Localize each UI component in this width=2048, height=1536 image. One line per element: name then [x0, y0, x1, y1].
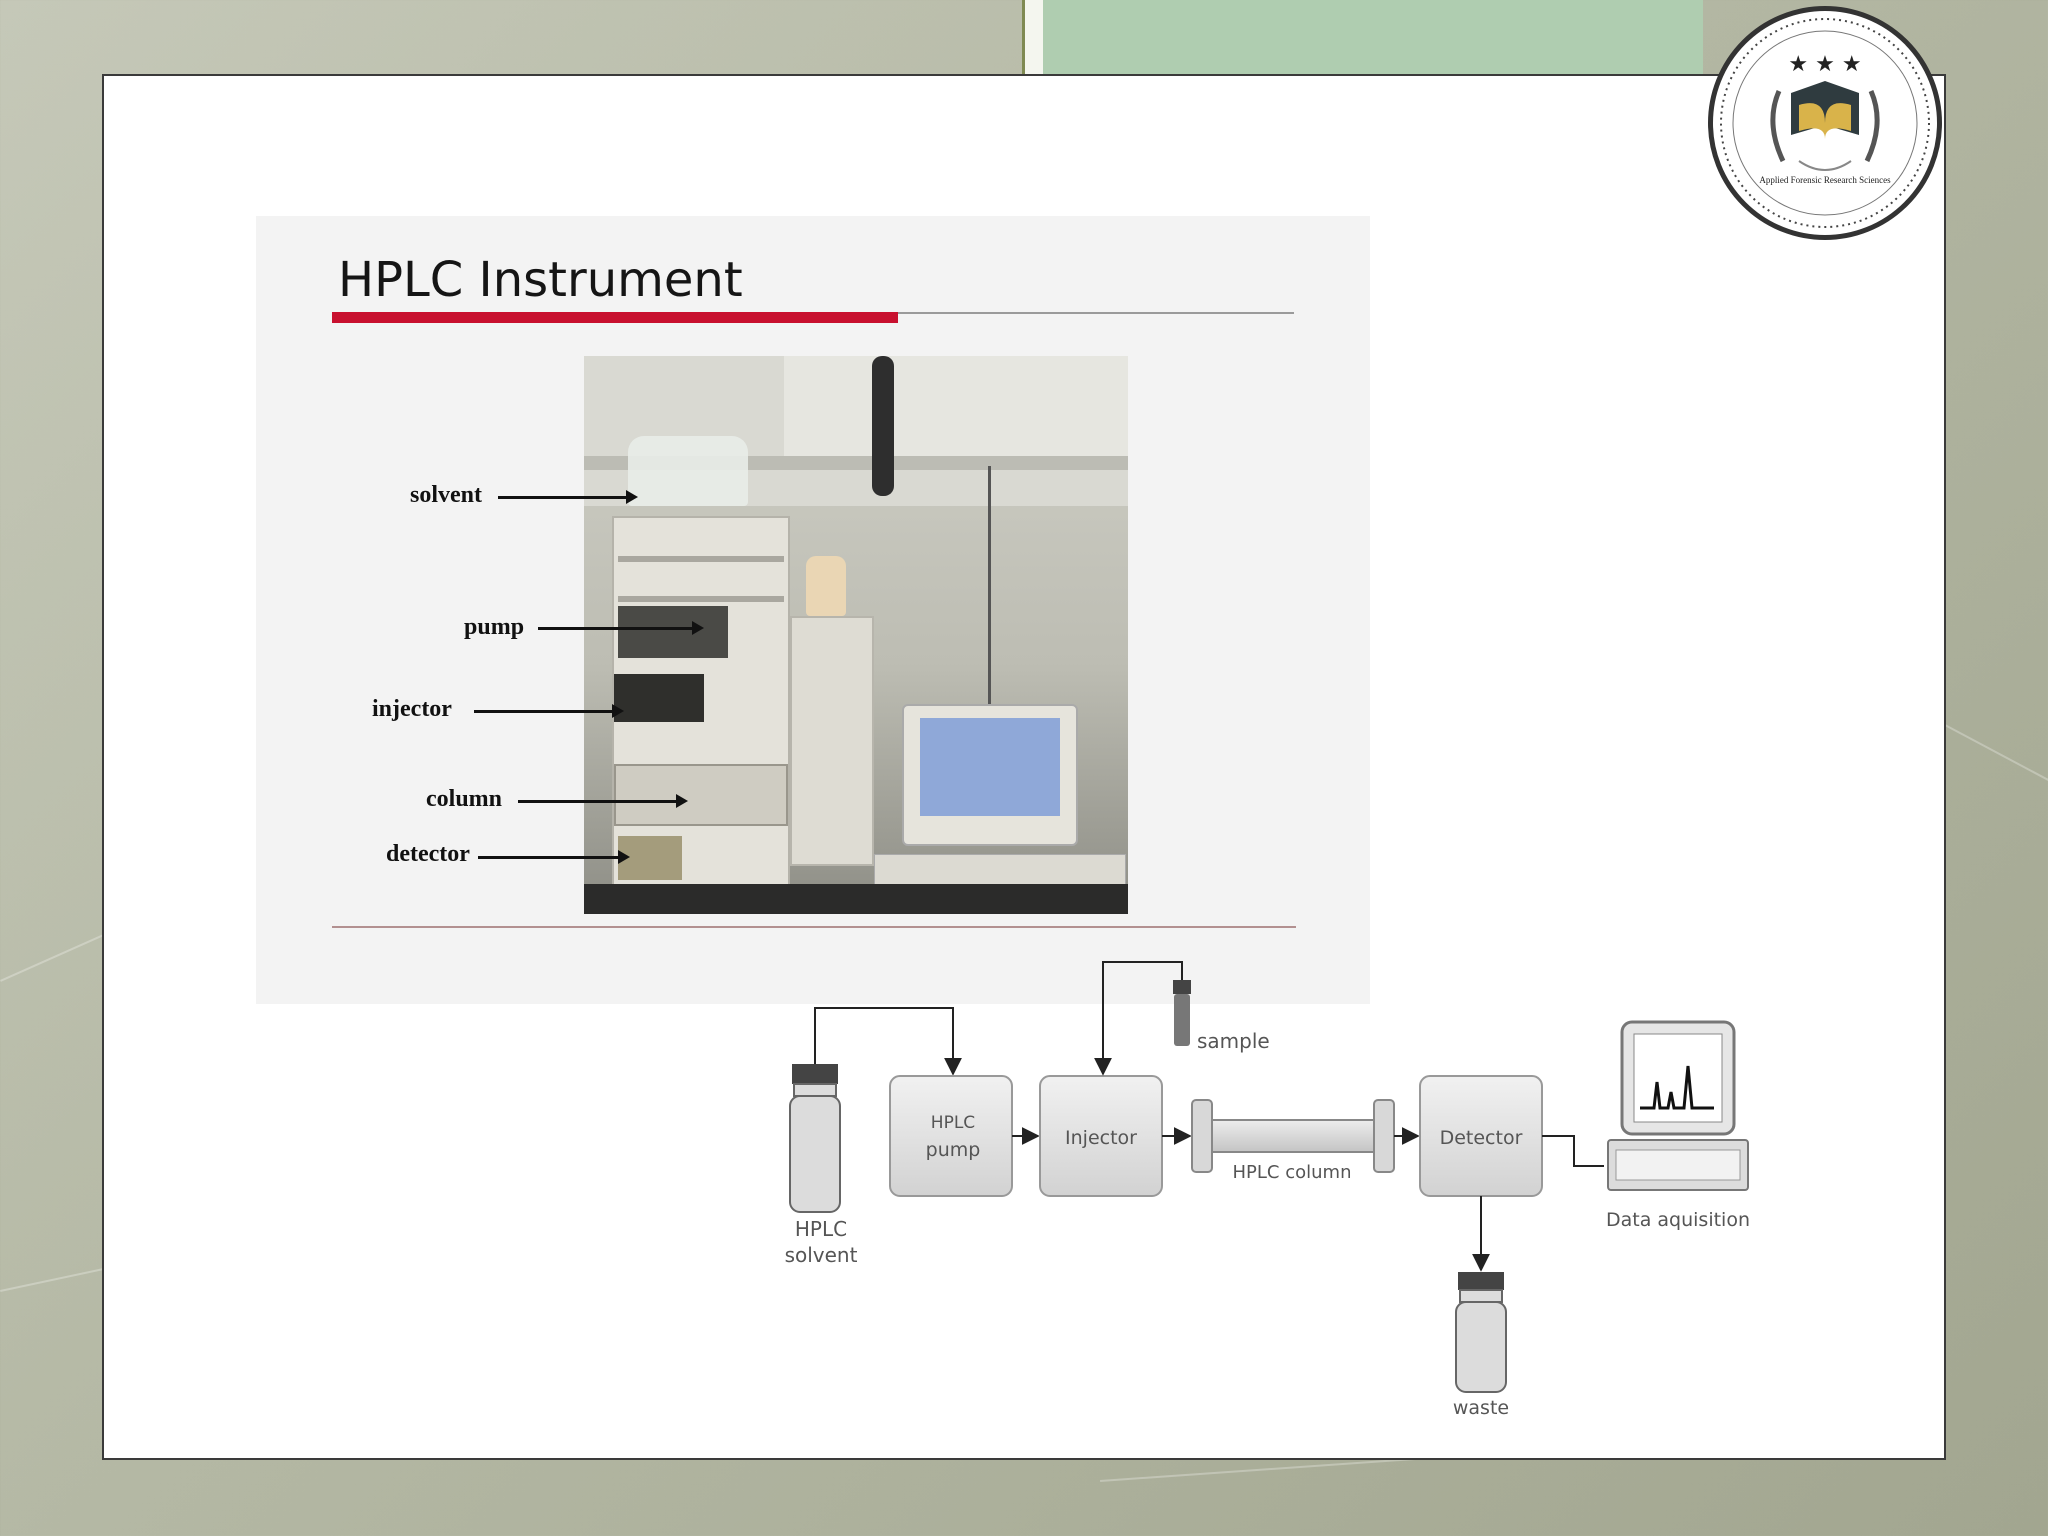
emblem-graphic: ★ ★ ★: [1713, 11, 1937, 235]
label-sample: sample: [1197, 1029, 1270, 1053]
emblem-text: Applied Forensic Research Sciences: [1713, 175, 1937, 185]
flow-line-sample-to-injector: [1103, 962, 1182, 1074]
sample-vial-icon: [1173, 980, 1191, 1046]
svg-text:★ ★ ★: ★ ★ ★: [1788, 52, 1861, 77]
label-pump-line1: HPLC: [931, 1113, 975, 1133]
slide-canvas: HPLC Instrument: [102, 74, 1946, 1460]
hplc-flow-diagram: HPLC solvent HPLC pump Injector sample H…: [104, 76, 1948, 1462]
label-detector: Detector: [1440, 1127, 1523, 1149]
waste-bottle-icon: [1456, 1272, 1506, 1392]
hplc-solvent-bottle-icon: [790, 1064, 840, 1212]
label-hplc-solvent-line2: solvent: [785, 1243, 858, 1267]
data-acquisition-computer-icon: [1608, 1022, 1748, 1190]
label-injector: Injector: [1065, 1127, 1137, 1149]
label-hplc-column: HPLC column: [1233, 1162, 1352, 1183]
label-waste: waste: [1453, 1397, 1509, 1419]
institution-emblem-logo: ★ ★ ★ Applied Forensic Research Sciences: [1708, 6, 1942, 240]
label-hplc-solvent-line1: HPLC: [795, 1217, 847, 1241]
label-pump-line2: pump: [926, 1139, 981, 1161]
label-data-acquisition: Data aquisition: [1606, 1209, 1750, 1231]
hplc-pump-box: [890, 1076, 1012, 1196]
flow-line-detector-to-data: [1542, 1136, 1604, 1166]
